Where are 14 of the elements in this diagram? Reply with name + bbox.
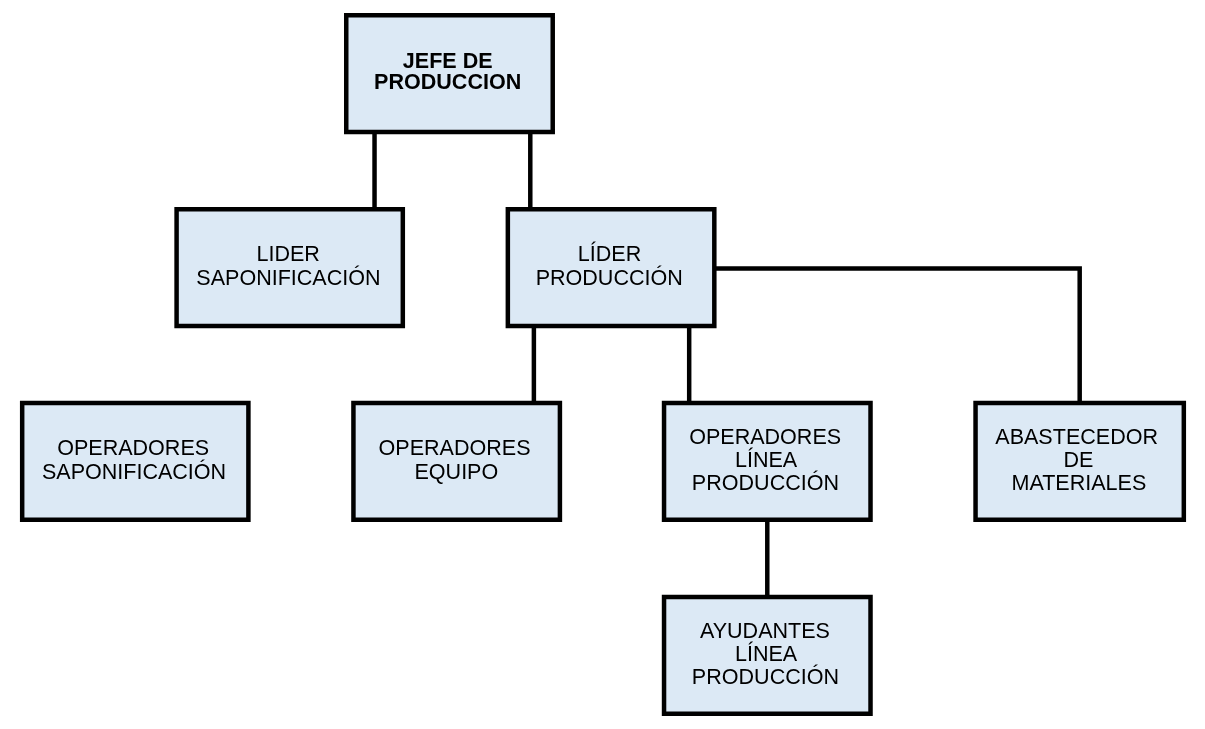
node-box: LÍDER PRODUCCIÓN [505, 206, 717, 329]
node-box: LIDER SAPONIFICACIÓN [173, 206, 405, 329]
node-box: JEFE DE PRODUCCION [343, 13, 555, 135]
connector [527, 132, 533, 210]
node-box: OPERADORES SAPONIFICACIÓN [19, 400, 251, 523]
connector [531, 326, 536, 403]
node-box: OPERADORES EQUIPO [350, 400, 562, 523]
connector [686, 326, 691, 403]
connector [764, 520, 770, 597]
connector [714, 266, 1082, 403]
node-box: ABASTECEDOR DE MATERIALES [972, 400, 1186, 523]
connector [371, 132, 377, 210]
node-box: AYUDANTES LÍNEA PRODUCCIÓN [661, 594, 873, 716]
node-box: OPERADORES LÍNEA PRODUCCIÓN [661, 400, 873, 523]
